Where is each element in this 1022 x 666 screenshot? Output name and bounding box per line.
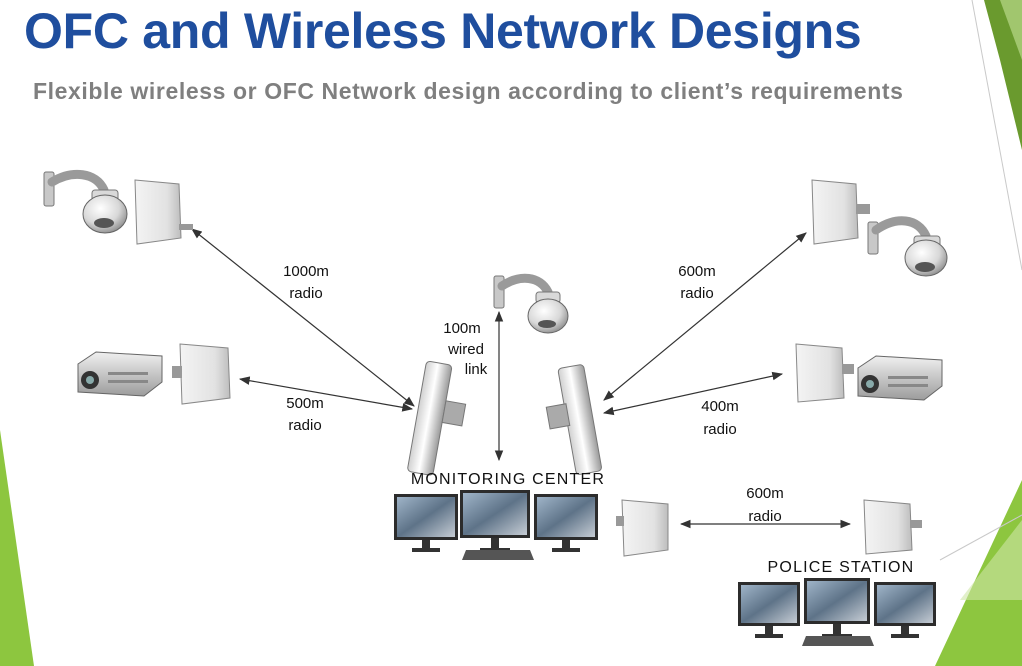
dome-camera-icon: [867, 216, 948, 277]
keyboard-icon: [802, 636, 874, 646]
page-subtitle: Flexible wireless or OFC Network design …: [33, 78, 904, 104]
link-label-top-right-medium: radio: [680, 285, 713, 302]
page-title: OFC and Wireless Network Designs: [24, 3, 862, 59]
link-label-top-left-distance: 1000m: [283, 263, 329, 280]
deco-line: [939, 514, 1022, 561]
arrow-mid-right: [602, 371, 784, 416]
panel-antenna-icon: [811, 179, 870, 245]
deco-left-green: [0, 430, 34, 666]
monitor-wall-icon: [394, 490, 598, 552]
keyboard-icon: [462, 550, 534, 560]
dome-camera-icon: [493, 273, 569, 334]
police-station-label: POLICE STATION: [768, 559, 915, 576]
panel-antenna-icon: [863, 499, 922, 555]
box-camera-icon: [857, 355, 943, 401]
panel-antenna-icon: [172, 343, 231, 405]
link-label-mid-left-medium: radio: [288, 417, 321, 434]
panel-antenna-icon: [795, 343, 854, 403]
arrow-mid-left: [238, 376, 414, 412]
link-label-center-medium: wired: [447, 341, 484, 358]
sector-antenna-icon: [545, 364, 602, 475]
deco-line: [971, 0, 1022, 271]
dome-camera-icon: [43, 169, 128, 234]
panel-antenna-icon: [616, 499, 669, 557]
link-label-center-distance: 100m: [443, 320, 481, 337]
box-camera-icon: [77, 351, 163, 397]
link-label-police-medium: radio: [748, 508, 781, 525]
monitor-wall-icon: [738, 578, 936, 638]
link-label-police-distance: 600m: [746, 485, 784, 502]
deco-right-bottom-light: [960, 520, 1022, 600]
link-label-center-extra: link: [465, 361, 488, 378]
link-arrows: [191, 228, 852, 529]
deco-right-top-light: [1000, 0, 1022, 60]
link-label-mid-right-medium: radio: [703, 421, 736, 438]
link-label-top-left-medium: radio: [289, 285, 322, 302]
sector-antenna-icon: [407, 360, 467, 476]
monitoring-center-label: MONITORING CENTER: [411, 471, 605, 488]
panel-antenna-icon: [134, 179, 193, 245]
link-label-mid-left-distance: 500m: [286, 395, 324, 412]
link-label-mid-right-distance: 400m: [701, 398, 739, 415]
link-label-top-right-distance: 600m: [678, 263, 716, 280]
deco-right-top-green: [984, 0, 1022, 150]
